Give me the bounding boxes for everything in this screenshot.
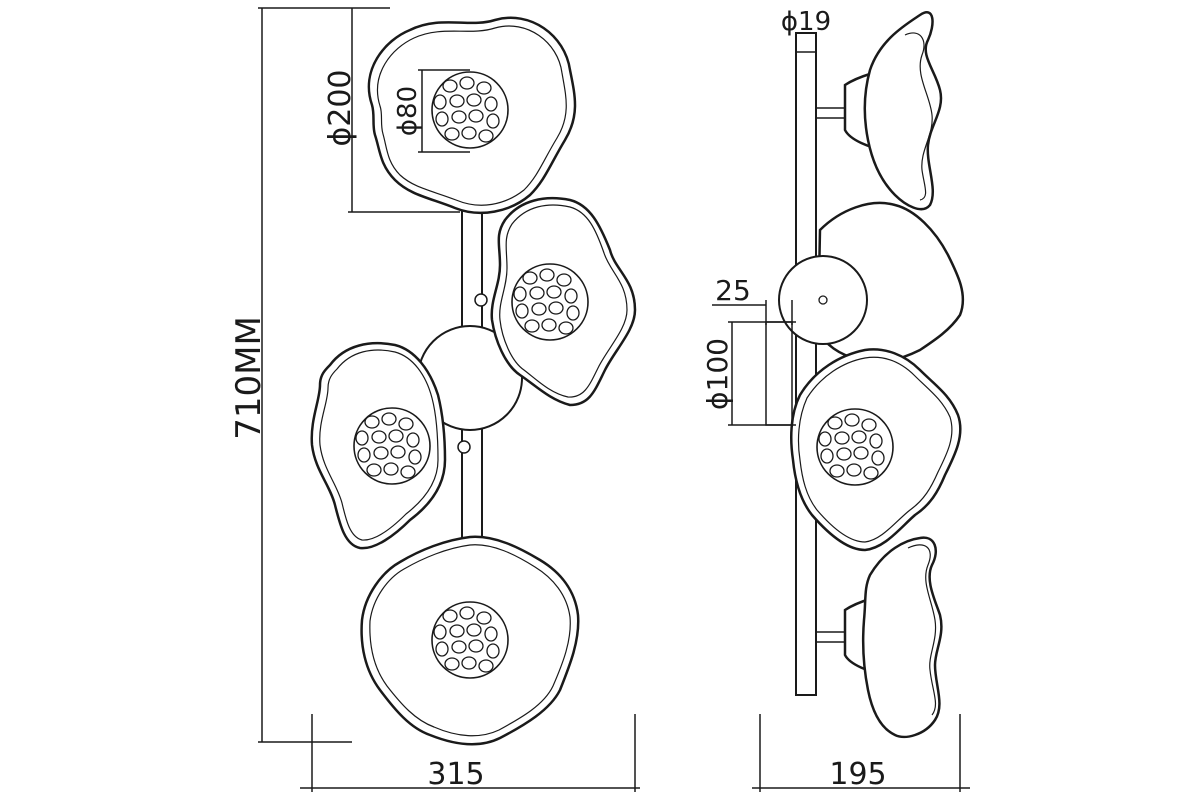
front-shade-top (367, 16, 577, 215)
front-view: 710MM ϕ200 ϕ80 315 (229, 7, 640, 792)
front-shade-upper-right (490, 196, 637, 407)
front-joint-upper (474, 293, 488, 307)
side-rod (795, 32, 817, 696)
dimension-shade-diameter: ϕ200 (323, 8, 460, 213)
label-side-depth: 195 (829, 757, 886, 792)
label-disc-diameter: ϕ80 (393, 86, 423, 136)
front-joint-lower (457, 440, 471, 454)
dimension-overall-height: 710MM (229, 7, 390, 743)
front-shade-middle-left (310, 341, 447, 550)
label-front-width: 315 (427, 757, 484, 792)
dimension-canopy-diameter: ϕ100 (701, 321, 796, 426)
label-canopy-diameter: ϕ100 (701, 338, 734, 410)
label-overall-height: 710MM (229, 316, 269, 440)
side-shade-bottom (816, 536, 943, 739)
label-canopy-depth: 25 (715, 274, 751, 307)
label-rod-diameter: ϕ19 (781, 7, 831, 37)
side-view: ϕ19 25 ϕ100 195 (701, 7, 970, 792)
dimension-front-width: 315 (300, 714, 640, 792)
side-shade-top (816, 11, 943, 211)
label-shade-diameter: ϕ200 (323, 69, 358, 146)
front-shade-bottom (360, 535, 580, 746)
dimension-side-depth: 195 (752, 714, 970, 792)
side-shade-middle-lower (790, 348, 962, 552)
dimension-disc-diameter: ϕ80 (393, 69, 470, 153)
side-shade-middle-upper (778, 201, 965, 364)
dimension-canopy-depth: 25 (712, 274, 793, 325)
